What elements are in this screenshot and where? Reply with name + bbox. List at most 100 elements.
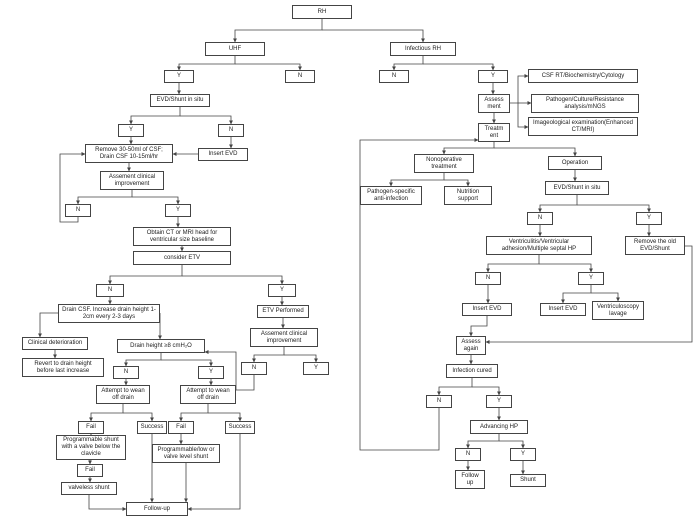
node-etv-performed: ETV Performed bbox=[257, 305, 309, 318]
node-infectious-rh: Infectious RH bbox=[390, 42, 456, 56]
node-treatment: Treatm ent bbox=[478, 123, 510, 142]
node-ventriculitis: Ventriculitis/Ventricular adhesion/Multi… bbox=[486, 236, 592, 255]
node-vent-no: N bbox=[475, 272, 501, 285]
node-shunt: Shunt bbox=[510, 474, 546, 487]
connector-line bbox=[124, 353, 162, 367]
connector-line bbox=[235, 63, 302, 71]
node-imaging: Imageological examination(Enhanced CT/MR… bbox=[528, 117, 638, 136]
node-advancing-hp: Advancing HP bbox=[470, 420, 528, 434]
connector-line bbox=[591, 292, 620, 302]
connector-line bbox=[89, 404, 124, 422]
node-assess2-yes: Y bbox=[303, 362, 329, 375]
node-fail-3: Fail bbox=[77, 464, 103, 477]
connector-line bbox=[179, 404, 209, 422]
node-drain-height: Drain height ≥8 cmH₂O bbox=[117, 339, 205, 353]
connector-line bbox=[132, 196, 180, 205]
connector-line bbox=[123, 412, 154, 422]
node-valveless-shunt: valveless shunt bbox=[61, 482, 117, 495]
node-nonoperative: Nonoperative treatment bbox=[414, 154, 474, 173]
node-clinical-deterioration: Clinical deterioration bbox=[22, 337, 88, 350]
node-cured-no: N bbox=[426, 395, 452, 408]
node-csf-rt: CSF RT/Biochemistry/Cytology bbox=[528, 69, 638, 83]
node-etv-no: N bbox=[96, 284, 124, 297]
node-evd-yes-left: Y bbox=[118, 124, 144, 137]
node-remove-csf: Remove 30-50ml of CSF; Drain CSF 10-15ml… bbox=[85, 144, 173, 163]
connector-line bbox=[233, 19, 323, 43]
node-follow-up-right: Follow up bbox=[455, 470, 485, 489]
connector-line bbox=[444, 179, 470, 187]
connector-line bbox=[437, 378, 473, 396]
connector-line bbox=[161, 359, 213, 367]
node-adv-no: N bbox=[455, 448, 481, 461]
connector-line bbox=[129, 107, 181, 125]
connector-line bbox=[466, 434, 500, 449]
connector-line bbox=[322, 29, 425, 43]
node-wean-2: Attempt to wean off drain bbox=[180, 385, 236, 404]
node-programmable-low: Programmable/low or valve level shunt bbox=[152, 444, 220, 463]
connector-line bbox=[187, 434, 241, 511]
connector-line bbox=[359, 138, 479, 451]
connector-line bbox=[252, 347, 285, 363]
node-etv-yes: Y bbox=[268, 284, 296, 297]
node-cured-yes: Y bbox=[486, 395, 512, 408]
node-drain-increase: Drain CSF. Increase drain height 1-2cm e… bbox=[58, 304, 160, 323]
node-evd-yes-right: Y bbox=[636, 212, 662, 225]
connector-line bbox=[510, 74, 529, 104]
connector-line bbox=[423, 63, 495, 71]
node-assess1-no: N bbox=[65, 204, 91, 217]
node-consider-etv: consider ETV bbox=[133, 251, 231, 265]
node-insert-evd-right-1: Insert EVD bbox=[462, 303, 512, 316]
connector-line bbox=[472, 386, 501, 396]
connector-line bbox=[499, 440, 525, 449]
node-wean-1: Attempt to wean off drain bbox=[96, 385, 150, 404]
connector-line bbox=[284, 354, 318, 363]
connector-line bbox=[182, 275, 284, 285]
node-remove-old: Remove the old EVD/Shunt bbox=[625, 236, 685, 255]
node-follow-up-left: Follow-up bbox=[126, 502, 188, 516]
node-programmable-shunt: Programmable shunt with a valve below th… bbox=[56, 435, 126, 460]
connector-line bbox=[208, 412, 242, 422]
connector-line bbox=[88, 495, 127, 511]
node-pathogen-culture: Pathogen/Culture/Resistance analysis/mNG… bbox=[531, 94, 639, 113]
connector-line bbox=[180, 115, 233, 125]
node-adv-yes: Y bbox=[510, 448, 536, 461]
connector-line bbox=[539, 263, 593, 273]
node-uhf-no: N bbox=[285, 70, 315, 83]
node-evd-shunt-left: EVD/Shunt in situ bbox=[150, 94, 210, 107]
node-infection-cured: Infection cured bbox=[446, 364, 498, 378]
node-assess-clinical-2: Assement clinical improvement bbox=[250, 328, 318, 347]
connector-line bbox=[76, 190, 133, 205]
node-revert-drain: Revert to drain height before last incre… bbox=[22, 358, 104, 377]
node-success-1: Success bbox=[137, 421, 167, 434]
connector-line bbox=[442, 142, 495, 155]
connector-line bbox=[577, 204, 651, 213]
connector-line bbox=[204, 350, 255, 391]
connector-line bbox=[177, 56, 236, 71]
connector-line bbox=[485, 245, 693, 344]
node-operation: Operation bbox=[548, 156, 602, 170]
node-fail-2: Fail bbox=[168, 421, 194, 434]
node-evd-shunt-right: EVD/Shunt in situ bbox=[545, 181, 609, 195]
node-obtain-ct: Obtain CT or MRI head for ventricular si… bbox=[133, 227, 231, 246]
connector-line bbox=[392, 56, 424, 71]
connector-line bbox=[38, 312, 58, 338]
node-assess-again: Assess again bbox=[456, 336, 486, 355]
node-evd-no-left: N bbox=[218, 124, 244, 137]
connector-line bbox=[108, 265, 183, 285]
node-success-2: Success bbox=[225, 421, 255, 434]
node-drain-no: N bbox=[113, 366, 139, 379]
node-pathogen-specific: Pathogen-specific anti-infection bbox=[360, 186, 422, 205]
node-vent-yes: Y bbox=[578, 272, 604, 285]
node-root: RH bbox=[292, 5, 352, 19]
node-assessment-right: Assess ment bbox=[478, 94, 510, 113]
connector-line bbox=[494, 147, 577, 157]
node-infect-no: N bbox=[379, 70, 409, 83]
node-nutrition: Nutrition support bbox=[444, 186, 492, 205]
node-uhf-yes: Y bbox=[164, 70, 194, 83]
connector-line bbox=[389, 173, 445, 187]
node-insert-evd-left: Insert EVD bbox=[198, 148, 248, 161]
connector-line bbox=[59, 152, 86, 223]
node-infect-yes: Y bbox=[478, 70, 508, 83]
node-fail-1: Fail bbox=[78, 421, 104, 434]
